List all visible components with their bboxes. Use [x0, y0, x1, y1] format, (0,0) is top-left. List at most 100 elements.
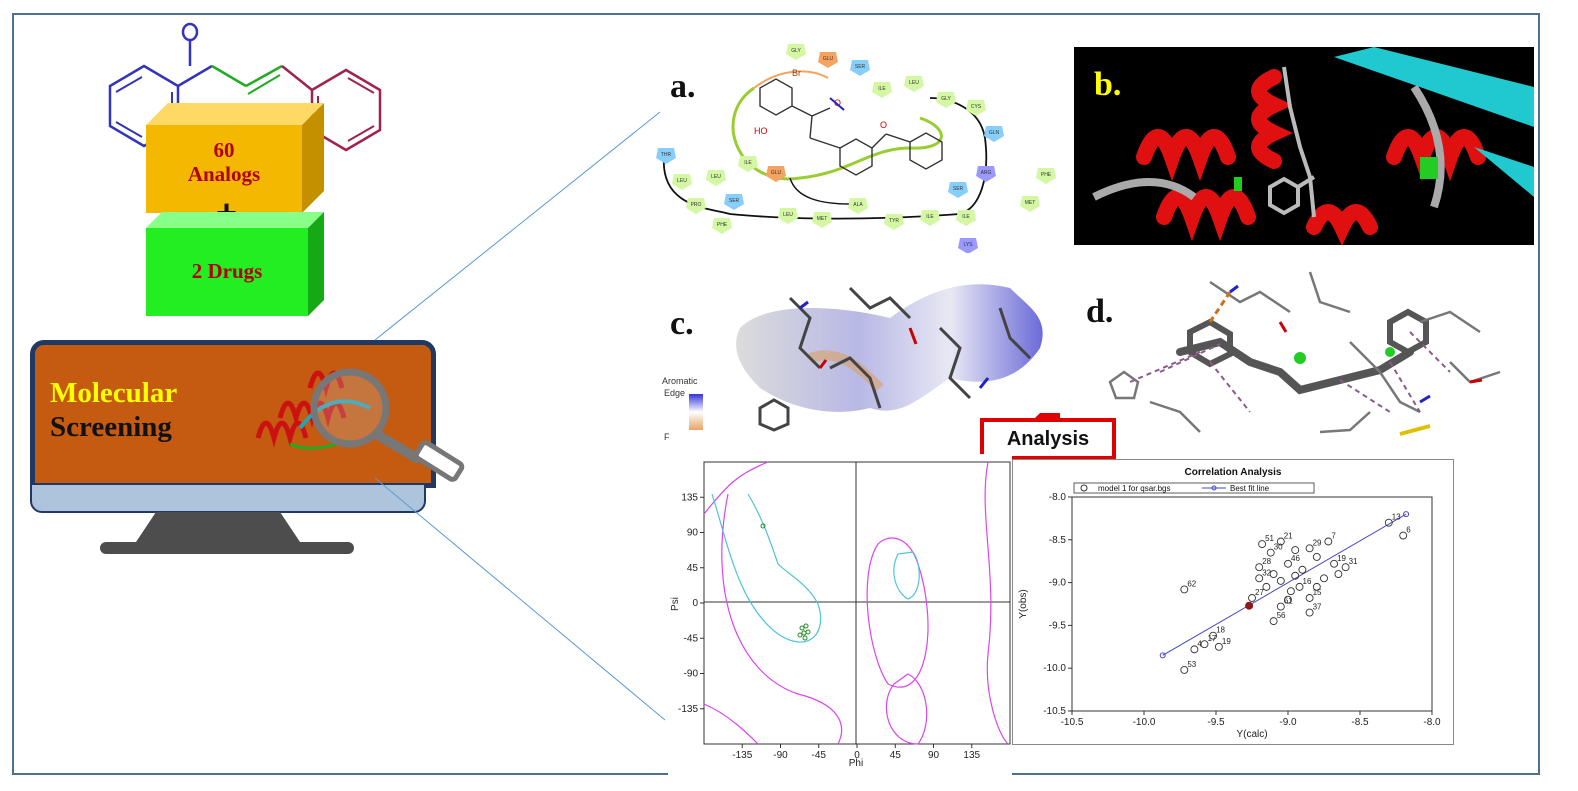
ramachandran-ylabel: Psi [670, 597, 681, 611]
interaction-diagram-2d: Br HO O O GLY GLU SER ILE LEU GLY CYS GL… [656, 44, 1056, 253]
svg-text:ILE: ILE [744, 160, 752, 166]
svg-text:PHE: PHE [717, 222, 728, 228]
svg-text:SER: SER [953, 186, 964, 192]
rama-ytick-label: -45 [684, 633, 699, 644]
analogs-box [146, 103, 324, 213]
data-point-label: 15 [1313, 588, 1322, 597]
data-point-label: 19 [1337, 554, 1346, 563]
data-point-label: 37 [1313, 603, 1322, 612]
data-point [1291, 571, 1300, 580]
corr-ytick-label: -8.0 [1049, 492, 1067, 503]
data-point [1180, 665, 1189, 674]
svg-text:PHE: PHE [1041, 172, 1052, 178]
drugs-box [146, 212, 324, 316]
data-point [1262, 582, 1271, 591]
corr-xtick-label: -9.0 [1279, 717, 1297, 728]
svg-text:HO: HO [754, 126, 768, 136]
corr-ytick-label: -8.5 [1049, 535, 1067, 546]
molecular-text: Molecular [50, 377, 178, 409]
data-point [1384, 518, 1393, 527]
data-point-label: 56 [1277, 611, 1286, 620]
panel-c-label: c. [670, 305, 694, 342]
data-point [1190, 645, 1199, 654]
svg-text:SER: SER [855, 64, 866, 70]
legend-marker-points [1080, 484, 1088, 492]
data-point [1255, 563, 1264, 572]
analogs-label: Analogs [187, 162, 261, 186]
svg-text:LEU: LEU [783, 212, 793, 218]
svg-text:MET: MET [1025, 200, 1036, 206]
chart-ylabel: Y(obs) [1018, 589, 1029, 618]
ramachandran-xlabel: Phi [849, 758, 863, 769]
rama-xtick-label: -135 [732, 750, 752, 761]
data-point-label: 62 [1187, 579, 1196, 588]
rama-ytick-label: 135 [681, 492, 698, 503]
data-point [1334, 570, 1343, 578]
legend-label-fit: Best fit line [1230, 484, 1270, 493]
svg-text:ILE: ILE [962, 214, 970, 220]
svg-text:ILE: ILE [878, 86, 886, 92]
data-point [1341, 563, 1350, 572]
panel-d-sticks-image [1108, 271, 1501, 436]
chart-xlabel: Y(calc) [1236, 729, 1267, 740]
data-point [1255, 574, 1264, 583]
svg-text:Br: Br [792, 68, 801, 78]
data-point-label: 61 [1284, 597, 1293, 606]
c-legend-edge: Edge [664, 388, 686, 398]
data-point [1295, 582, 1304, 591]
data-point [1284, 595, 1292, 604]
data-point-label: 19 [1222, 637, 1231, 646]
data-point-label: 16 [1303, 577, 1312, 586]
svg-text:ILE: ILE [926, 214, 934, 220]
screen-caption: Molecular Screening [50, 376, 177, 444]
data-point-label: 32 [1262, 568, 1271, 577]
data-point-label: 7 [1331, 532, 1336, 541]
data-point-label: 53 [1187, 660, 1196, 669]
fit-endpoint [1403, 511, 1410, 518]
data-point [1276, 576, 1285, 585]
data-point [1214, 642, 1223, 651]
data-point-label: 30 [1274, 543, 1283, 552]
svg-text:ARG: ARG [981, 170, 992, 176]
analogs-count: 60 [213, 138, 235, 162]
data-point [1305, 544, 1314, 553]
svg-text:GLU: GLU [771, 170, 782, 176]
data-point [1284, 559, 1292, 568]
data-point-label: 29 [1313, 538, 1322, 547]
corr-ytick-label: -9.0 [1049, 578, 1067, 589]
corr-ytick-label: -9.5 [1049, 620, 1067, 631]
rama-ytick-label: 90 [687, 528, 699, 539]
data-point-label: 17 [1207, 634, 1216, 643]
rama-xtick-label: 90 [928, 750, 940, 761]
chart-title: Correlation Analysis [1185, 467, 1282, 478]
svg-text:SER: SER [729, 198, 740, 204]
analysis-label: Analysis [980, 418, 1116, 460]
data-point [1399, 531, 1408, 540]
svg-text:ALA: ALA [853, 202, 863, 208]
rama-xtick-label: 45 [890, 750, 902, 761]
data-point [1330, 559, 1339, 568]
rama-ytick-label: 45 [687, 563, 699, 574]
plot-area [1071, 496, 1433, 712]
corr-ytick-label: -10.0 [1043, 663, 1066, 674]
data-point [1305, 608, 1314, 617]
data-point [1298, 565, 1307, 574]
data-point [1276, 537, 1285, 546]
rama-ytick-label: 0 [692, 598, 698, 609]
c-legend-f: F [664, 432, 670, 442]
data-point [1180, 585, 1189, 594]
data-point-label: 6 [1406, 526, 1411, 535]
data-point [1269, 617, 1278, 626]
corr-xtick-label: -8.5 [1351, 717, 1369, 728]
corr-xtick-label: -9.5 [1207, 717, 1225, 728]
data-point [1320, 574, 1328, 583]
c-legend-gradient [689, 394, 703, 430]
correlation-chart: Correlation Analysis model 1 for qsar.bg… [1012, 459, 1454, 745]
svg-text:TYR: TYR [889, 218, 899, 224]
panel-d-label: d. [1086, 293, 1114, 330]
panel-b-label: b. [1094, 66, 1122, 103]
rama-xtick-label: -45 [812, 750, 827, 761]
corr-ytick-label: -10.5 [1043, 706, 1066, 717]
c-legend-title: Aromatic [662, 376, 698, 386]
panel-c-surface-image [736, 284, 1043, 432]
